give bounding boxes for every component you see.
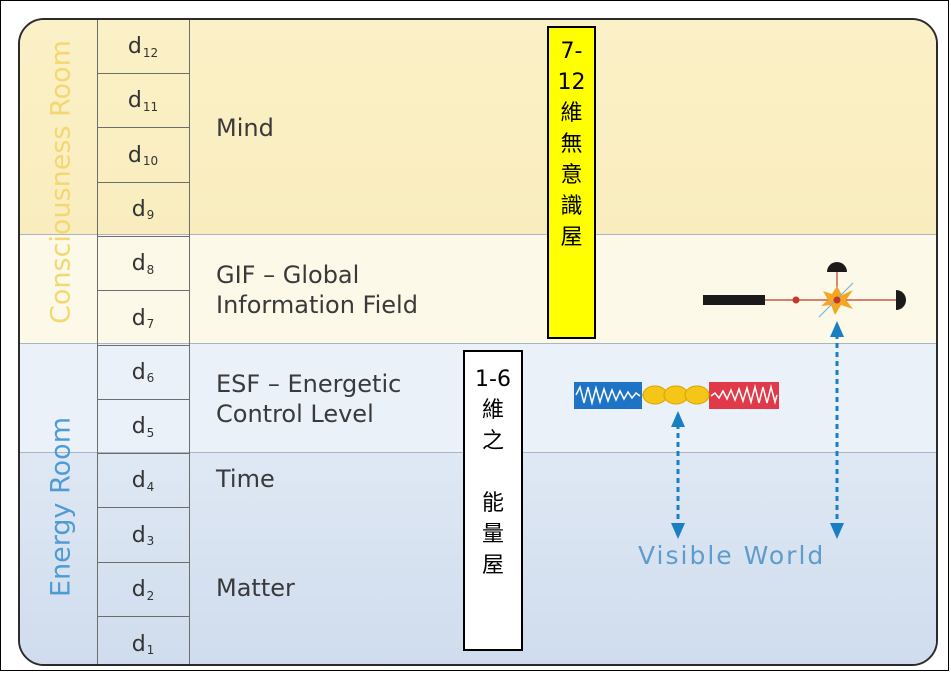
split-point <box>833 296 841 304</box>
note-line: 無 <box>560 132 583 157</box>
energy-room-label: Energy Room <box>45 417 77 597</box>
dimension-base: d <box>131 196 146 222</box>
level-time: Time <box>216 465 275 493</box>
note-line: 7- <box>560 39 583 64</box>
dimension-base: d <box>131 468 146 494</box>
energy-room-note: 1-6 維之 能量屋 <box>463 350 523 651</box>
dimension-base: d <box>127 34 142 59</box>
dimension-index: 3 <box>146 534 155 549</box>
dimension-index: 1 <box>146 643 155 658</box>
dimension-base: d <box>127 88 142 114</box>
note-line: 意 <box>560 163 583 188</box>
dimension-index: 4 <box>146 479 155 494</box>
level-matter: Matter <box>216 574 295 602</box>
divider-gif-esf <box>20 343 936 344</box>
dimension-base: d <box>131 577 146 602</box>
level-esf-line2: Control Level <box>216 400 374 428</box>
note-line: 能 <box>481 491 504 516</box>
esf-arrow-up-head <box>671 411 685 427</box>
esf-arrow-down-head <box>671 523 685 539</box>
blue-wave-packet <box>574 382 642 409</box>
dimension-index: 11 <box>142 99 159 114</box>
dimension-index: 12 <box>142 45 159 60</box>
dimension-index: 6 <box>146 371 155 386</box>
dimension-index: 7 <box>146 317 155 331</box>
note-line: 之 <box>481 429 504 454</box>
dimension-base: d <box>127 142 142 168</box>
visible-world-illustration <box>574 262 906 539</box>
dimension-base: d <box>131 251 146 277</box>
gif-arrow-down-head <box>830 523 844 539</box>
note-line: 12 <box>557 70 586 95</box>
level-esf-line1: ESF – Energetic <box>216 370 402 398</box>
right-detector <box>896 290 906 310</box>
consciousness-room-label: Consciousness Room <box>45 40 77 324</box>
dimension-index: 8 <box>146 262 155 277</box>
note-line: 量 <box>481 522 504 547</box>
level-gif-line2: Information Field <box>216 291 418 319</box>
dimension-base: d <box>131 414 146 440</box>
column-divider-right <box>189 20 190 664</box>
note-line: 1-6 <box>475 367 511 392</box>
dimension-base: d <box>131 522 146 548</box>
note-line: 屋 <box>481 553 504 578</box>
band-mind <box>20 20 936 234</box>
note-line: 識 <box>560 194 583 219</box>
blue-wave-line <box>575 384 641 406</box>
column-divider-left <box>97 20 98 664</box>
visible-world-label: Visible World <box>638 541 826 570</box>
gif-arrow-up-head <box>830 321 844 337</box>
beam-particle <box>792 296 800 304</box>
bead-3 <box>684 385 710 405</box>
divider-mind-gif <box>20 234 936 235</box>
level-gif-line1: GIF – Global <box>216 261 360 289</box>
dimension-index: 9 <box>146 208 155 223</box>
dimension-index: 2 <box>146 588 155 603</box>
dimension-index: 10 <box>142 154 159 169</box>
dimension-base: d <box>131 631 146 657</box>
note-line: 維 <box>560 101 583 126</box>
bead-2 <box>663 385 689 405</box>
dimension-index: 5 <box>146 425 155 440</box>
laser-source <box>703 295 765 305</box>
band-gif <box>20 234 936 343</box>
bead-1 <box>642 385 668 405</box>
unconscious-room-note: 7- 12 維無意識屋 <box>547 26 596 339</box>
dimension-base: d <box>131 305 146 331</box>
top-detector <box>827 262 847 272</box>
dimension-base: d <box>131 359 146 385</box>
note-line: 屋 <box>560 225 583 250</box>
note-line: 維 <box>481 398 504 423</box>
note-line <box>490 457 497 488</box>
level-mind: Mind <box>216 114 274 142</box>
red-wave-line <box>710 384 778 405</box>
